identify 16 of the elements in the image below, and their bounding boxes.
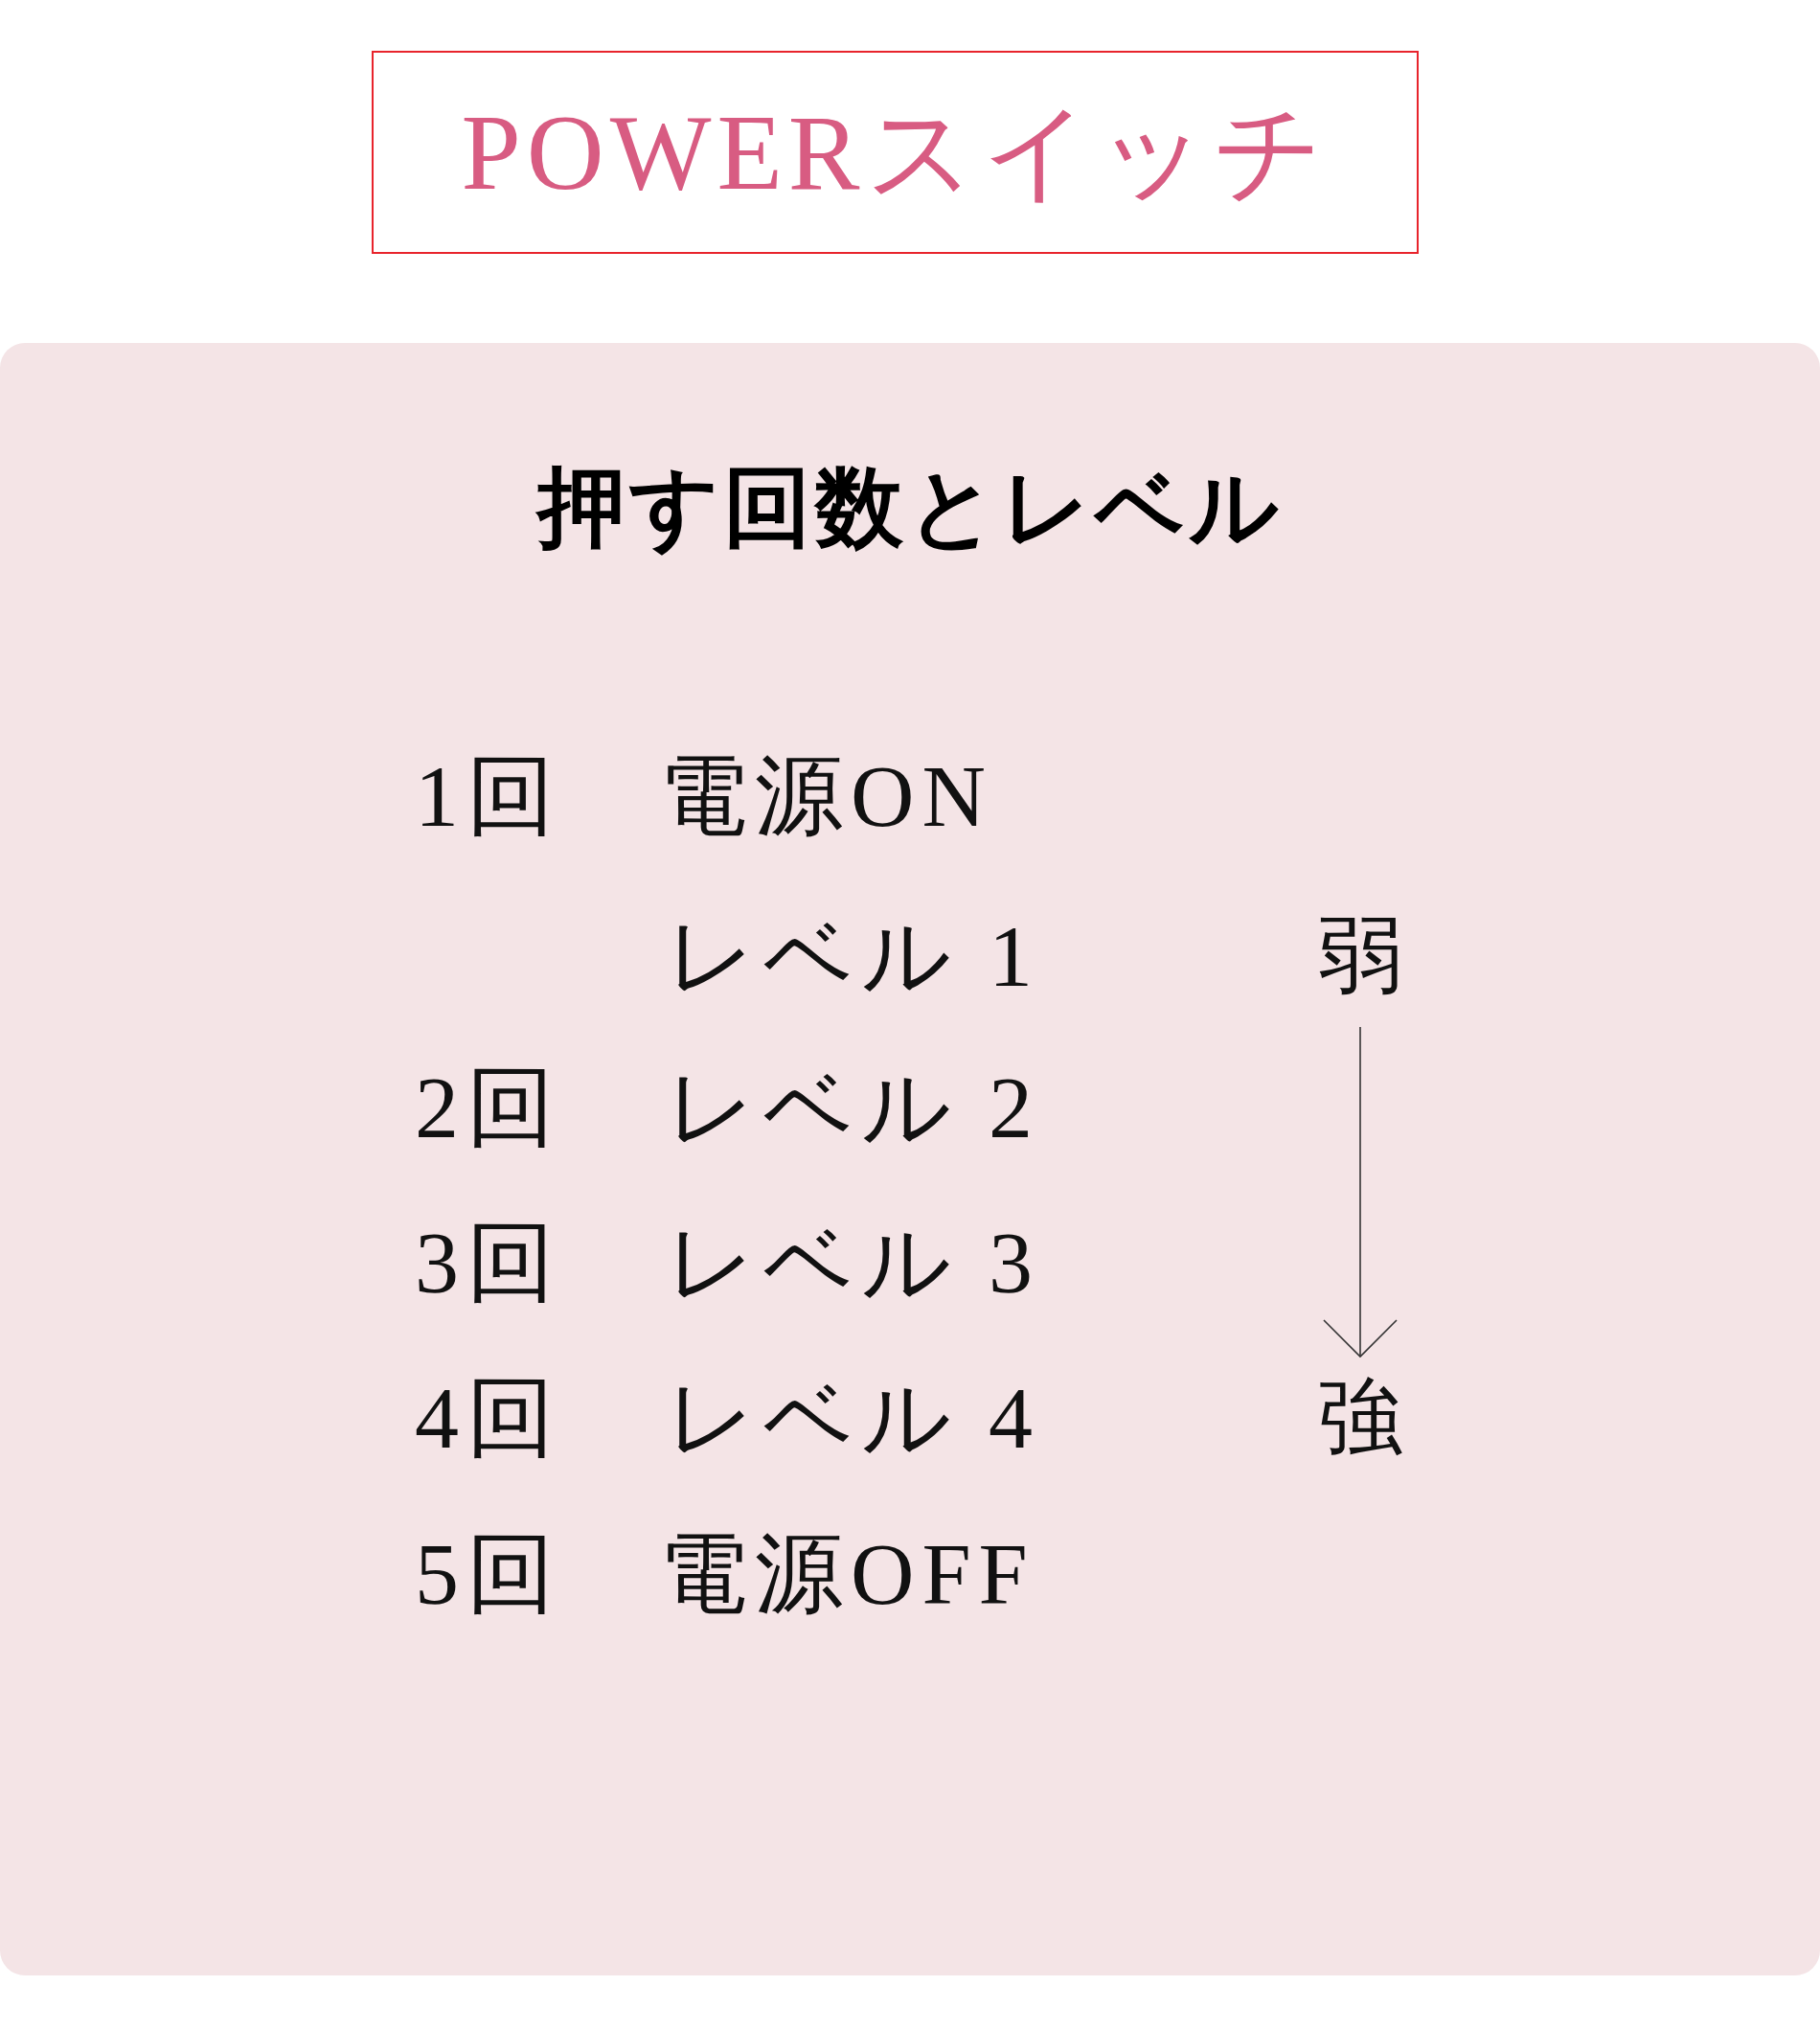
title-box: POWERスイッチ xyxy=(372,51,1419,254)
mode-text: レベル 1 xyxy=(666,912,1040,1000)
strength-label: 強 xyxy=(1318,1366,1402,1470)
press-count: 2回 xyxy=(415,1063,562,1152)
press-count: 3回 xyxy=(415,1219,562,1307)
press-count: 4回 xyxy=(415,1374,562,1462)
mode-text: レベル 2 xyxy=(666,1063,1040,1152)
press-count: 1回 xyxy=(415,752,562,840)
arrow xyxy=(1323,1026,1398,1358)
mode-text: 電源OFF xyxy=(659,1530,1035,1618)
panel-background xyxy=(0,343,1820,1975)
mode-text: 電源ON xyxy=(659,752,993,840)
strength-label: 弱 xyxy=(1318,904,1402,1008)
press-count: 5回 xyxy=(415,1530,562,1618)
mode-text: レベル 4 xyxy=(666,1374,1040,1462)
mode-text: レベル 3 xyxy=(666,1219,1040,1307)
